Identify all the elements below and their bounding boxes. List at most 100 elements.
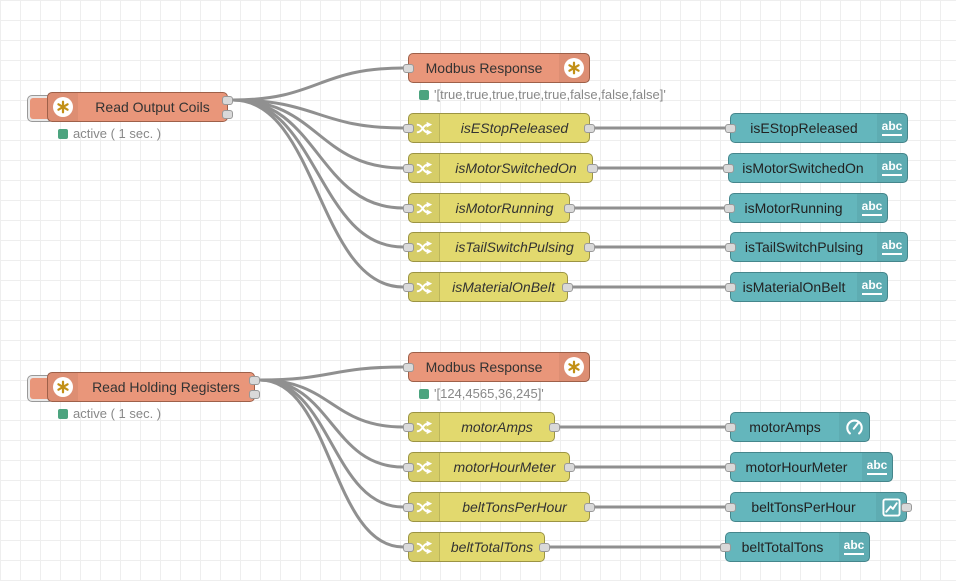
- output-port[interactable]: [584, 243, 595, 252]
- node-chg-isMotorRunning[interactable]: isMotorRunning: [403, 193, 575, 223]
- abc-icon: abc: [857, 273, 887, 301]
- output-port[interactable]: [222, 96, 233, 105]
- input-port[interactable]: [403, 204, 414, 213]
- gauge-icon: [839, 413, 869, 441]
- node-label: beltTonsPerHour: [462, 499, 567, 515]
- node-chg-isMaterialOnBelt[interactable]: isMaterialOnBelt: [403, 272, 573, 302]
- wire-read-output-coils-to-chg-isMaterialOnBelt[interactable]: [231, 98, 405, 289]
- status-text: active ( 1 sec. ): [73, 406, 162, 421]
- node-status: active ( 1 sec. ): [58, 126, 161, 141]
- change-icon: [409, 233, 440, 261]
- wire-read-output-coils-to-chg-isMotorRunning[interactable]: [231, 98, 405, 210]
- status-dot: [419, 388, 429, 399]
- input-port[interactable]: [403, 64, 414, 73]
- node-label: isMaterialOnBelt: [452, 279, 555, 295]
- input-port[interactable]: [403, 463, 414, 472]
- node-ui-motorAmps[interactable]: motorAmps: [725, 412, 870, 442]
- node-label: isEStopReleased: [750, 120, 858, 136]
- node-label: isEStopReleased: [460, 120, 569, 136]
- node-ui-isMotorSwitchedOn[interactable]: isMotorSwitchedOn abc: [723, 153, 908, 183]
- modbus-icon: [559, 54, 589, 82]
- node-label: isMotorSwitchedOn: [742, 160, 864, 176]
- node-chg-isMotorSwitchedOn[interactable]: isMotorSwitchedOn: [403, 153, 598, 183]
- wire-read-holding-registers-to-chg-beltTotalTons[interactable]: [258, 378, 405, 549]
- abc-icon: abc: [857, 194, 887, 222]
- input-port[interactable]: [403, 423, 414, 432]
- node-chg-motorAmps[interactable]: motorAmps: [403, 412, 560, 442]
- node-label: motorHourMeter: [453, 459, 556, 475]
- input-port[interactable]: [725, 243, 736, 252]
- input-port[interactable]: [403, 243, 414, 252]
- change-icon: [409, 493, 440, 521]
- node-ui-isMaterialOnBelt[interactable]: isMaterialOnBelt abc: [725, 272, 888, 302]
- change-icon: [409, 413, 440, 441]
- input-port[interactable]: [403, 164, 414, 173]
- input-port[interactable]: [403, 124, 414, 133]
- abc-icon: abc: [862, 453, 892, 481]
- node-chg-beltTonsPerHour[interactable]: beltTonsPerHour: [403, 492, 595, 522]
- output-port[interactable]: [249, 376, 260, 385]
- output-port[interactable]: [249, 390, 260, 399]
- output-port[interactable]: [584, 503, 595, 512]
- input-port[interactable]: [724, 204, 735, 213]
- node-modbus-response-1[interactable]: Modbus Response '[true,true,true,true,tru…: [403, 53, 666, 102]
- node-chg-beltTotalTons[interactable]: beltTotalTons: [403, 532, 550, 562]
- output-port[interactable]: [584, 124, 595, 133]
- node-label: Read Holding Registers: [92, 379, 240, 395]
- input-port[interactable]: [725, 283, 736, 292]
- node-ui-beltTonsPerHour[interactable]: beltTonsPerHour: [725, 492, 912, 522]
- input-port[interactable]: [720, 543, 731, 552]
- input-port[interactable]: [403, 363, 414, 372]
- change-icon: [409, 154, 440, 182]
- input-port[interactable]: [403, 543, 414, 552]
- output-port[interactable]: [564, 204, 575, 213]
- output-port[interactable]: [901, 503, 912, 512]
- node-ui-motorHourMeter[interactable]: motorHourMeter abc: [725, 452, 893, 482]
- wire-read-holding-registers-to-chg-motorHourMeter[interactable]: [258, 378, 405, 469]
- change-icon: [409, 533, 440, 561]
- modbus-icon: [48, 373, 78, 401]
- input-port[interactable]: [725, 124, 736, 133]
- node-label: Modbus Response: [425, 60, 543, 76]
- wire-read-output-coils-to-chg-isMotorSwitchedOn[interactable]: [231, 98, 405, 170]
- input-port[interactable]: [725, 423, 736, 432]
- node-label: motorHourMeter: [745, 459, 848, 475]
- node-chg-motorHourMeter[interactable]: motorHourMeter: [403, 452, 575, 482]
- abc-text: abc: [843, 539, 865, 555]
- change-icon: [409, 273, 440, 301]
- input-port[interactable]: [723, 164, 734, 173]
- wire-read-holding-registers-to-modbus-response-2[interactable]: [258, 365, 405, 382]
- output-port[interactable]: [562, 283, 573, 292]
- abc-icon: abc: [839, 533, 869, 561]
- wire-read-output-coils-to-modbus-response-1[interactable]: [231, 66, 405, 102]
- wire-read-output-coils-to-chg-isEStopReleased[interactable]: [231, 98, 405, 130]
- output-port[interactable]: [549, 423, 560, 432]
- node-chg-isTailSwitchPulsing[interactable]: isTailSwitchPulsing: [403, 232, 595, 262]
- modbus-icon: [48, 93, 78, 121]
- node-read-holding-registers[interactable]: Read Holding Registers active ( 1 sec. ): [27, 372, 260, 421]
- status-dot: [58, 408, 68, 419]
- output-port[interactable]: [564, 463, 575, 472]
- node-modbus-response-2[interactable]: Modbus Response'[124,4565,36,245]': [403, 352, 590, 401]
- output-port[interactable]: [222, 110, 233, 119]
- output-port[interactable]: [587, 164, 598, 173]
- abc-text: abc: [881, 160, 903, 176]
- input-port[interactable]: [725, 463, 736, 472]
- status-text: '[true,true,true,true,true,false,false,f…: [434, 87, 666, 102]
- status-dot: [419, 89, 429, 100]
- abc-text: abc: [861, 279, 883, 295]
- abc-text: abc: [866, 459, 888, 475]
- input-port[interactable]: [403, 503, 414, 512]
- node-label: beltTotalTons: [450, 539, 534, 555]
- output-port[interactable]: [539, 543, 550, 552]
- input-port[interactable]: [725, 503, 736, 512]
- node-label: isMaterialOnBelt: [742, 279, 846, 295]
- node-chg-isEStopReleased[interactable]: isEStopReleased: [403, 113, 595, 143]
- input-port[interactable]: [403, 283, 414, 292]
